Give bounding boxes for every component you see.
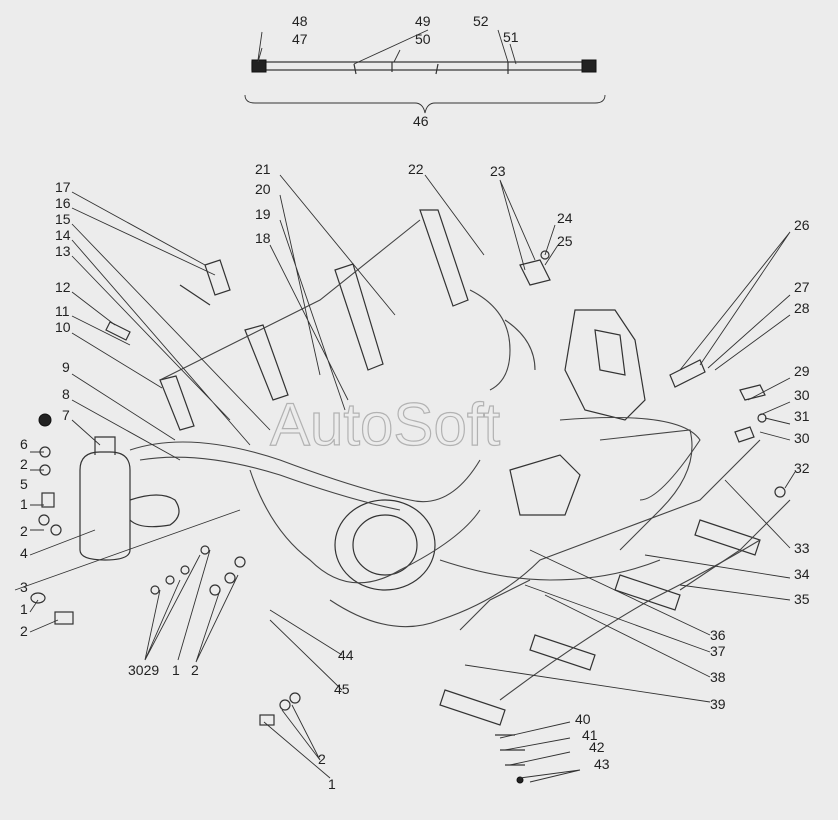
small-parts (30, 250, 786, 784)
callout-label: 33 (794, 540, 810, 556)
callout-label: 29 (794, 363, 810, 379)
callout-label: 2 (20, 523, 28, 539)
callout-label: 32 (794, 460, 810, 476)
callout-label: 14 (55, 227, 71, 243)
callout-label: 6 (20, 436, 28, 452)
callout-label: 30 (794, 430, 810, 446)
callout-label: 4 (20, 545, 28, 561)
callout-label: 52 (473, 13, 489, 29)
callout-label: 37 (710, 643, 726, 659)
watermark-text: AutoSoft (270, 391, 500, 458)
callout-label: 48 (292, 13, 308, 29)
fuel-lines (129, 219, 791, 701)
callout-label: 28 (794, 300, 810, 316)
callout-label: 49 (415, 13, 431, 29)
callout-label: 38 (710, 669, 726, 685)
callout-label: 20 (255, 181, 271, 197)
leader-lines (14, 29, 796, 783)
callout-label: 1 (20, 601, 28, 617)
callout-label: 35 (794, 591, 810, 607)
callout-label: 1 (172, 662, 180, 678)
callout-label: 9 (62, 359, 70, 375)
callout-label: 43 (594, 756, 610, 772)
callout-label: 2 (20, 623, 28, 639)
callout-label: 31 (794, 408, 810, 424)
callout-label: 34 (794, 566, 810, 582)
callout-label: 2 (318, 751, 326, 767)
callout-label: 30 (794, 387, 810, 403)
callout-label: 23 (490, 163, 506, 179)
callout-label: 46 (413, 113, 429, 129)
callout-label: 15 (55, 211, 71, 227)
callout-label: 47 (292, 31, 308, 47)
callout-label: 2 (20, 456, 28, 472)
callout-label: 13 (55, 243, 71, 259)
callout-labels: 48 47 49 50 52 51 46 17 16 15 14 13 12 1… (20, 13, 810, 792)
callout-label: 16 (55, 195, 71, 211)
injectors (159, 209, 761, 726)
callout-label: 3029 (128, 662, 159, 678)
callout-label: 24 (557, 210, 573, 226)
callout-label: 5 (20, 476, 28, 492)
callout-label: 50 (415, 31, 431, 47)
callout-label: 2 (191, 662, 199, 678)
callout-label: 19 (255, 206, 271, 222)
callout-label: 27 (794, 279, 810, 295)
callout-label: 8 (62, 386, 70, 402)
callout-label: 22 (408, 161, 424, 177)
callout-label: 3 (20, 579, 28, 595)
top-pipe-assembly (244, 59, 606, 114)
callout-label: 44 (338, 647, 354, 663)
callout-label: 40 (575, 711, 591, 727)
callout-label: 36 (710, 627, 726, 643)
engine-components (79, 309, 646, 591)
callout-label: 12 (55, 279, 71, 295)
callout-label: 26 (794, 217, 810, 233)
callout-label: 25 (557, 233, 573, 249)
callout-label: 42 (589, 739, 605, 755)
callout-label: 7 (62, 407, 70, 423)
callout-label: 1 (328, 776, 336, 792)
callout-label: 39 (710, 696, 726, 712)
callout-label: 18 (255, 230, 271, 246)
callout-label: 11 (55, 303, 70, 319)
callout-label: 51 (503, 29, 519, 45)
callout-label: 17 (55, 179, 71, 195)
callout-label: 21 (255, 161, 271, 177)
callout-label: 45 (334, 681, 350, 697)
callout-label: 10 (55, 319, 71, 335)
callout-label: 1 (20, 496, 28, 512)
callout-label: 41 (582, 727, 598, 743)
